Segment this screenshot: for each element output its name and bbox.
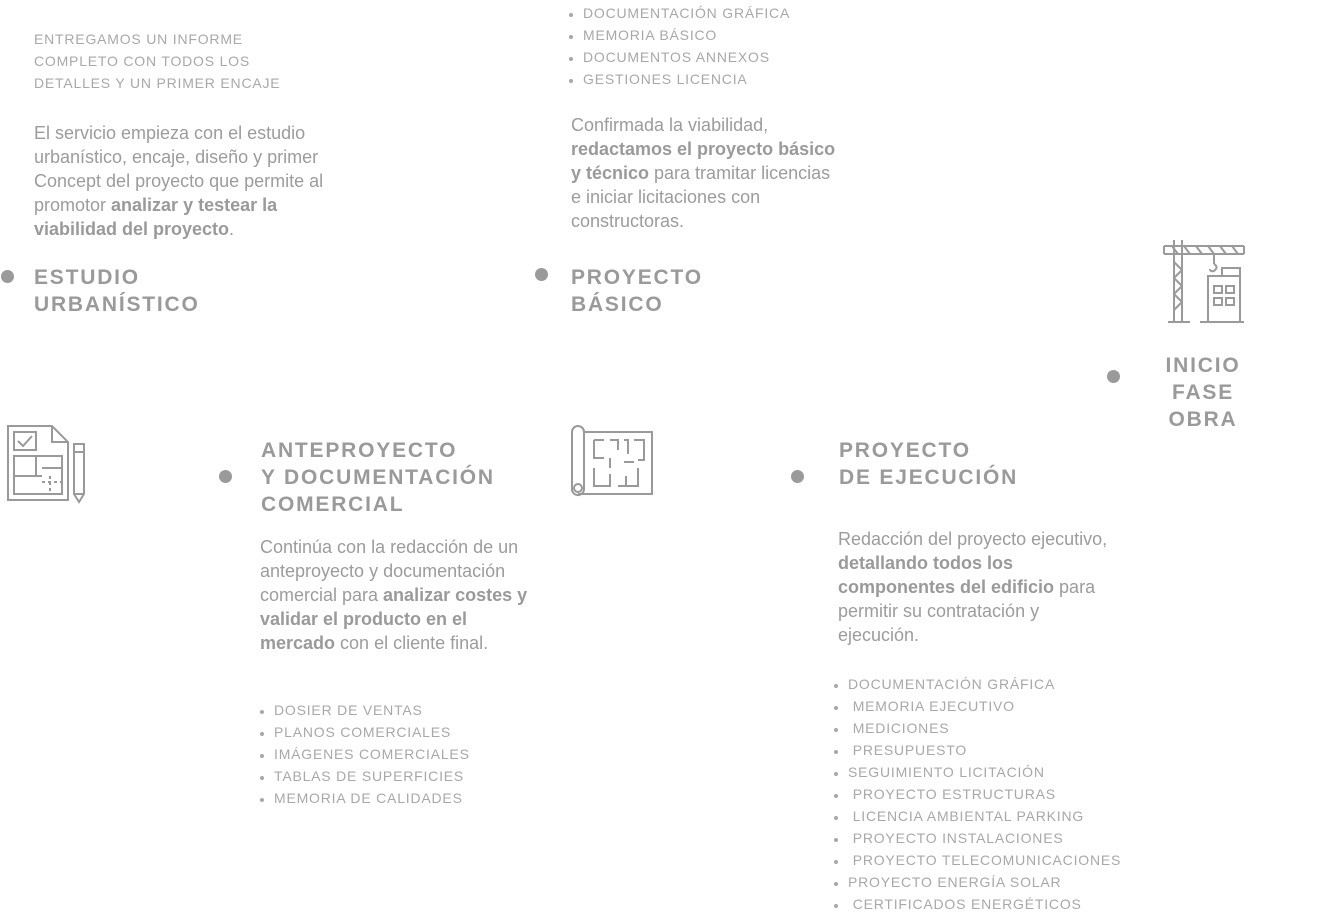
list-item: DOCUMENTACIÓN GRÁFICA xyxy=(583,2,790,24)
anteproyecto-title-line-3: COMERCIAL xyxy=(261,493,405,516)
basico-desc-end: para tramitar licencias e iniciar licita… xyxy=(571,163,831,231)
basico-desc-bold: redactamos el proyecto básico y técnico xyxy=(571,139,836,183)
timeline-dot-basico xyxy=(535,268,548,281)
list-item: DOCUMENTOS ANNEXOS xyxy=(583,46,790,68)
timeline-dot-estudio xyxy=(1,270,14,283)
list-item: MEDICIONES xyxy=(848,717,1121,739)
anteproyecto-title-line-2: Y DOCUMENTACIÓN xyxy=(261,466,495,489)
obra-title-line-1: INICIO xyxy=(1165,354,1241,377)
list-item: DOSIER DE VENTAS xyxy=(274,699,470,721)
estudio-title-line-1: ESTUDIO xyxy=(34,266,140,289)
list-item: LICENCIA AMBIENTAL PARKING xyxy=(848,805,1121,827)
blueprint-roll-icon xyxy=(570,424,654,498)
estudio-desc-bold: analizar y testear la viabilidad del pro… xyxy=(34,195,278,239)
ejecucion-title: PROYECTO DE EJECUCIÓN xyxy=(839,437,1018,491)
crane-building-icon xyxy=(1160,240,1246,326)
estudio-title: ESTUDIO URBANÍSTICO xyxy=(34,264,200,318)
list-item: MEMORIA DE CALIDADES xyxy=(274,787,470,809)
list-item: GESTIONES LICENCIA xyxy=(583,68,790,90)
list-item: SEGUIMIENTO LICITACIÓN xyxy=(848,761,1121,783)
list-item: TABLAS DE SUPERFICIES xyxy=(274,765,470,787)
obra-title-line-2: FASE OBRA xyxy=(1168,381,1238,431)
timeline-dot-anteproyecto xyxy=(219,470,232,483)
timeline-dot-obra xyxy=(1107,370,1120,383)
anteproyecto-description: Continúa con la redacción de un anteproy… xyxy=(260,535,528,655)
estudio-desc-end: . xyxy=(229,219,235,239)
list-item: IMÁGENES COMERCIALES xyxy=(274,743,470,765)
anteproyecto-desc-end: con el cliente final. xyxy=(335,633,489,653)
list-item: MEMORIA EJECUTIVO xyxy=(848,695,1121,717)
anteproyecto-title: ANTEPROYECTO Y DOCUMENTACIÓN COMERCIAL xyxy=(261,437,495,518)
list-item: PROYECTO TELECOMUNICACIONES xyxy=(848,849,1121,871)
list-item: CERTIFICADOS ENERGÉTICOS xyxy=(848,893,1121,915)
anteproyecto-title-line-1: ANTEPROYECTO xyxy=(261,439,458,462)
basico-desc-text: Confirmada la viabilidad, xyxy=(571,115,769,135)
estudio-summary: ENTREGAMOS UN INFORME COMPLETO CON TODOS… xyxy=(34,31,281,91)
blueprint-pencil-icon xyxy=(6,424,88,504)
basico-title-line-1: PROYECTO xyxy=(571,266,703,289)
estudio-description: El servicio empieza con el estudio urban… xyxy=(34,121,344,241)
ejecucion-deliverables-list: DOCUMENTACIÓN GRÁFICA MEMORIA EJECUTIVO … xyxy=(830,673,1121,915)
ejecucion-description: Redacción del proyecto ejecutivo, detall… xyxy=(838,527,1118,647)
ejecucion-desc-bold: detallando todos los componentes del edi… xyxy=(838,553,1055,597)
anteproyecto-desc-text: Continúa con la redacción de un anteproy… xyxy=(260,537,519,605)
estudio-title-line-2: URBANÍSTICO xyxy=(34,293,200,316)
ejecucion-desc-end: para permitir su contratación y ejecució… xyxy=(838,577,1096,645)
estudio-desc-text: El servicio empieza con el estudio urban… xyxy=(34,123,324,215)
list-item: PRESUPUESTO xyxy=(848,739,1121,761)
timeline-dot-ejecucion xyxy=(791,470,804,483)
basico-description: Confirmada la viabilidad, redactamos el … xyxy=(571,113,843,233)
obra-title: INICIO FASE OBRA xyxy=(1138,352,1268,433)
basico-deliverables-list: DOCUMENTACIÓN GRÁFICA MEMORIA BÁSICO DOC… xyxy=(565,2,790,90)
basico-title-line-2: BÁSICO xyxy=(571,293,664,316)
ejecucion-title-line-1: PROYECTO xyxy=(839,439,971,462)
anteproyecto-deliverables-list: DOSIER DE VENTAS PLANOS COMERCIALES IMÁG… xyxy=(256,699,470,809)
list-item: PROYECTO INSTALACIONES xyxy=(848,827,1121,849)
list-item: DOCUMENTACIÓN GRÁFICA xyxy=(848,673,1121,695)
list-item: MEMORIA BÁSICO xyxy=(583,24,790,46)
basico-title: PROYECTO BÁSICO xyxy=(571,264,703,318)
anteproyecto-desc-bold: analizar costes y validar el producto en… xyxy=(260,585,528,653)
ejecucion-title-line-2: DE EJECUCIÓN xyxy=(839,466,1019,489)
list-item: PROYECTO ESTRUCTURAS xyxy=(848,783,1121,805)
list-item: PROYECTO ENERGÍA SOLAR xyxy=(848,871,1121,893)
list-item: PLANOS COMERCIALES xyxy=(274,721,470,743)
ejecucion-desc-text: Redacción del proyecto ejecutivo, xyxy=(838,529,1108,549)
